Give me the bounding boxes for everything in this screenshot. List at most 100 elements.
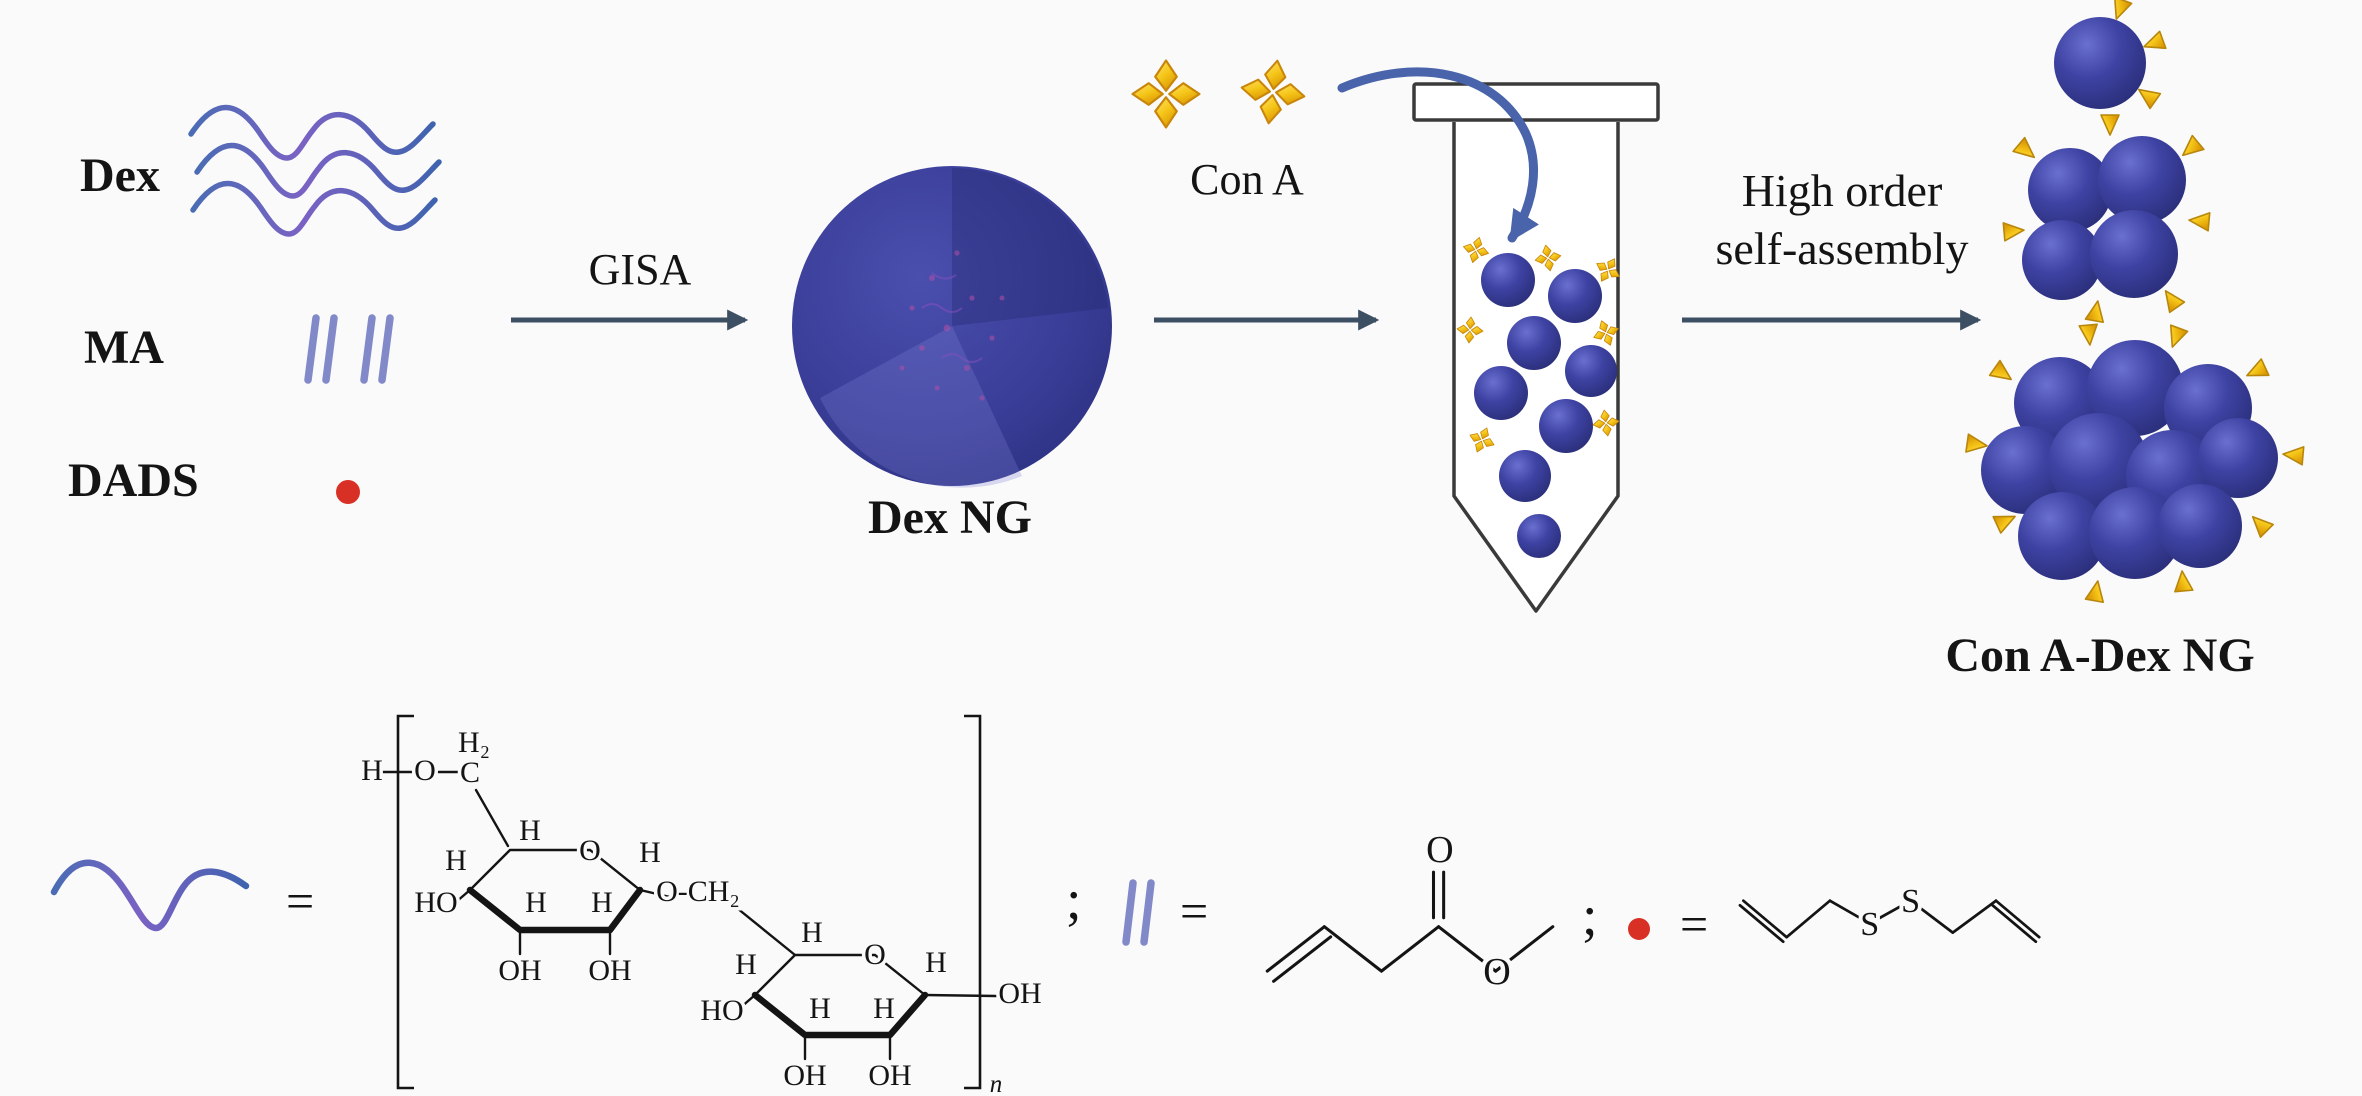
dads-structure: SS: [1738, 879, 2041, 947]
equals-sign: =: [1180, 883, 1209, 939]
atom-label: S: [1901, 883, 1920, 920]
nanogel-sphere: [2054, 17, 2146, 109]
dex-ng-nanogel: [792, 166, 1112, 488]
con-a-cone-icon: [2176, 134, 2205, 164]
label-con-a: Con A: [1190, 155, 1304, 204]
con-a-lectins: [1131, 55, 1310, 129]
equals-sign: =: [1680, 896, 1709, 952]
nanogel-sphere: [1474, 366, 1528, 420]
assembled-products: [1965, 0, 2305, 604]
con-a-cone-icon: [2172, 569, 2194, 593]
ma-mark: [322, 314, 338, 384]
atom-label: H: [639, 836, 661, 869]
atom-label: OH: [498, 954, 541, 987]
tube-nanogels: [1474, 253, 1617, 558]
con-a-cone-icon: [2084, 578, 2108, 604]
atom-label: H: [525, 886, 547, 919]
ma-mark: [378, 314, 394, 384]
atom-label: H: [519, 814, 541, 847]
acrylate-bonds: [1265, 870, 1555, 983]
atom-label: OH: [588, 954, 631, 987]
con-a-cone-icon: [2078, 323, 2100, 347]
nanogel-sphere: [1565, 345, 1617, 397]
legend-ma-symbol: [1122, 879, 1155, 946]
product-large-cluster: [1965, 323, 2305, 604]
label-assembly-line2: self-assembly: [1715, 222, 1969, 274]
label-assembly-line1: High order: [1741, 165, 1943, 216]
tube-cap: [1412, 82, 1660, 122]
atom-label: O: [414, 754, 436, 787]
atom-label: OH: [868, 1059, 911, 1092]
pour-arrow: [1337, 67, 1539, 243]
equals-sign: =: [286, 873, 315, 929]
label-dex: Dex: [80, 149, 160, 202]
con-a-cross-icon: [1131, 59, 1201, 129]
product-small-cluster: [2002, 114, 2211, 324]
nanogel-sphere: [2158, 484, 2242, 568]
nanogel-sphere: [2087, 340, 2183, 436]
atom-label: H: [801, 916, 823, 949]
product-single: [2054, 0, 2167, 110]
atom-label: C: [460, 756, 480, 789]
atom-label: O: [864, 938, 886, 971]
nanogel-network-squiggles: [921, 272, 983, 363]
legend-wave-symbol: [50, 859, 250, 932]
label-assembly: High order self-assembly: [1672, 162, 2012, 277]
atom-label: O: [579, 834, 601, 867]
dads-dot: [1628, 918, 1650, 940]
nanogel-sphere: [1517, 514, 1561, 558]
right-bracket: [964, 714, 982, 1090]
nanogel-sphere: [2018, 492, 2106, 580]
dex-strand: [190, 180, 438, 237]
con-a-cone-icon: [2157, 284, 2186, 314]
nanogel-sphere: [2028, 148, 2112, 232]
atom-label: O: [1426, 829, 1454, 871]
nanogel-sphere: [1481, 253, 1535, 307]
atom-label: S: [1860, 906, 1879, 943]
nanogel-sphere: [2022, 220, 2102, 300]
con-a-cross-icon: [1236, 55, 1310, 129]
con-a-cone-icon: [2084, 298, 2108, 324]
nanogel-sphere: [1548, 269, 1602, 323]
con-a-cone-icon: [2245, 509, 2275, 539]
nanogel-speckles: [899, 250, 1005, 401]
nanogel-sphere: [2198, 418, 2278, 498]
atom-label: OH: [783, 1059, 826, 1092]
acrylate-structure: OO: [1265, 825, 1555, 997]
assembly-arrow: [1682, 309, 1982, 331]
atom-label: n: [990, 1071, 1003, 1096]
nanogel-sphere: [1539, 399, 1593, 453]
nanogel-sphere: [2048, 413, 2148, 513]
dextran-bonds: [378, 770, 998, 1061]
dex-polymer-strands: [188, 104, 442, 237]
label-ma: MA: [84, 321, 164, 374]
con-a-cone-icon: [2242, 358, 2270, 385]
con-a-cone-icon: [2100, 114, 2120, 136]
curved-arrow-line: [1337, 67, 1539, 243]
atom-label: O: [1483, 951, 1511, 993]
ma-mark: [1122, 879, 1137, 946]
label-dex-ng: Dex NG: [868, 491, 1032, 544]
atom-label: H: [591, 886, 613, 919]
nanogel-light-facet: [820, 326, 1022, 488]
atom-label: H: [925, 946, 947, 979]
ma-mark: [1140, 879, 1155, 946]
label-gisa: GISA: [588, 245, 692, 294]
atom-label: H: [445, 844, 467, 877]
ma-monomer-marks: [304, 314, 394, 384]
nanogel-shade-facet: [952, 168, 1108, 326]
atom-label: H: [735, 948, 757, 981]
ma-mark: [360, 314, 376, 384]
con-a-cone-icon: [1988, 359, 2018, 388]
con-a-cone-icon: [2002, 220, 2026, 242]
con-a-cone-icon: [2281, 444, 2305, 466]
label-con-a-dex-ng: Con A-Dex NG: [1945, 629, 2255, 682]
dex-strand: [188, 104, 436, 161]
atom-label: O-CH₂: [656, 875, 740, 908]
atom-label: OH: [998, 977, 1041, 1010]
atom-label: HO: [700, 994, 743, 1027]
gisa-arrow: [511, 309, 749, 331]
nanogel-sphere: [2090, 210, 2178, 298]
